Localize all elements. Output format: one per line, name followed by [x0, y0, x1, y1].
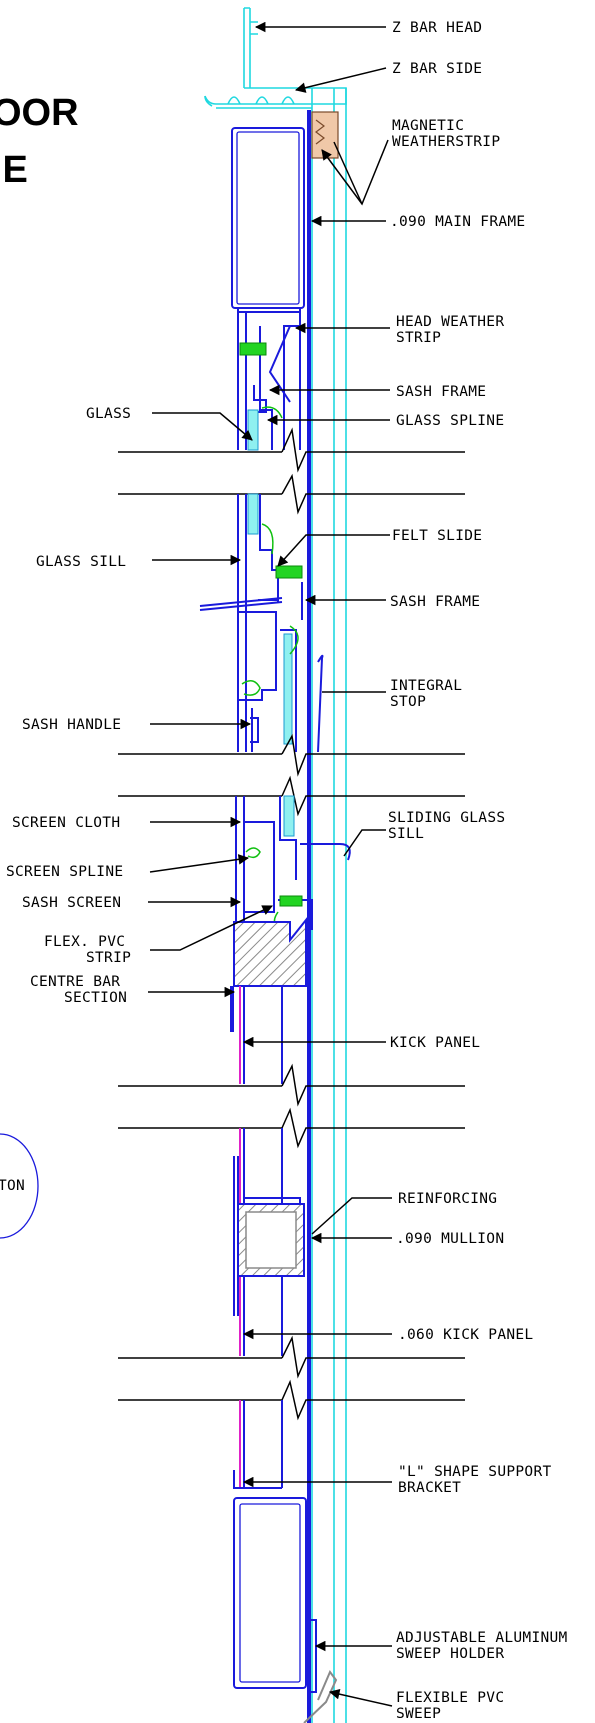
label-magnetic-2: WEATHERSTRIP [392, 134, 500, 150]
label-sash-frame-mid: SASH FRAME [390, 594, 480, 610]
glass-pane-mid [247, 493, 259, 535]
head-weather-felt [239, 342, 267, 356]
felt-slide-shape [275, 565, 303, 579]
leader-lines [148, 21, 393, 1707]
label-pvc-sweep-1: FLEXIBLE PVC [396, 1690, 504, 1706]
label-sash-frame-top: SASH FRAME [396, 384, 486, 400]
label-main-frame: .090 MAIN FRAME [390, 214, 525, 230]
label-integral-stop-1: INTEGRAL [390, 678, 462, 694]
glass-pane-top [247, 409, 259, 451]
head-section [231, 111, 339, 451]
label-sweep-holder-2: SWEEP HOLDER [396, 1646, 504, 1662]
label-screen-spline: SCREEN SPLINE [6, 864, 123, 880]
label-z-bar-side: Z BAR SIDE [392, 61, 482, 77]
outer-frame-lines [204, 7, 347, 1723]
sweep-section [233, 1400, 338, 1723]
label-felt-slide: FELT SLIDE [392, 528, 482, 544]
label-mullion: .090 MULLION [396, 1231, 504, 1247]
partial-label: TON [0, 1178, 25, 1194]
label-centre-bar-2: SECTION [64, 990, 127, 1006]
title-line-2: IE [0, 149, 28, 191]
break-3 [118, 1063, 465, 1149]
label-integral-stop-2: STOP [390, 694, 426, 710]
label-l-bracket-2: BRACKET [398, 1480, 461, 1496]
labels: Z BAR HEAD Z BAR SIDE MAGNETIC WEATHERST… [6, 20, 568, 1722]
glass-pane-bottom [283, 795, 295, 837]
label-kick-panel-060: .060 KICK PANEL [398, 1327, 533, 1343]
label-reinforcing: REINFORCING [398, 1191, 497, 1207]
label-kick-panel: KICK PANEL [390, 1035, 480, 1051]
break-2 [118, 733, 465, 817]
title-line-1: OOR [0, 92, 79, 134]
label-flex-pvc-2: STRIP [86, 950, 131, 966]
label-glass: GLASS [86, 406, 131, 422]
centre-bar-section [230, 795, 351, 1084]
magnetic-weatherstrip-shape [311, 111, 339, 159]
main-frame-lines [307, 110, 311, 1723]
label-glass-spline: GLASS SPLINE [396, 413, 504, 429]
label-screen-cloth: SCREEN CLOTH [12, 815, 120, 831]
label-sliding-glass-1: SLIDING GLASS [388, 810, 505, 826]
label-glass-sill: GLASS SILL [36, 554, 126, 570]
label-l-bracket-1: "L" SHAPE SUPPORT [398, 1464, 552, 1480]
break-1 [118, 427, 465, 515]
detail-circle [0, 1133, 39, 1239]
label-sash-screen: SASH SCREEN [22, 895, 121, 911]
glass-pane-lower [283, 633, 293, 745]
label-sweep-holder-1: ADJUSTABLE ALUMINUM [396, 1630, 568, 1646]
label-magnetic-1: MAGNETIC [392, 118, 464, 134]
label-pvc-sweep-2: SWEEP [396, 1706, 441, 1722]
label-head-weather-1: HEAD WEATHER [396, 314, 504, 330]
mullion-section [233, 1128, 305, 1356]
sash-section [199, 493, 324, 753]
label-sash-handle: SASH HANDLE [22, 717, 121, 733]
label-z-bar-head: Z BAR HEAD [392, 20, 482, 36]
label-centre-bar-1: CENTRE BAR [30, 974, 120, 990]
label-flex-pvc-1: FLEX. PVC [44, 934, 125, 950]
break-4 [118, 1335, 465, 1421]
label-head-weather-2: STRIP [396, 330, 441, 346]
label-sliding-glass-2: SILL [388, 826, 424, 842]
